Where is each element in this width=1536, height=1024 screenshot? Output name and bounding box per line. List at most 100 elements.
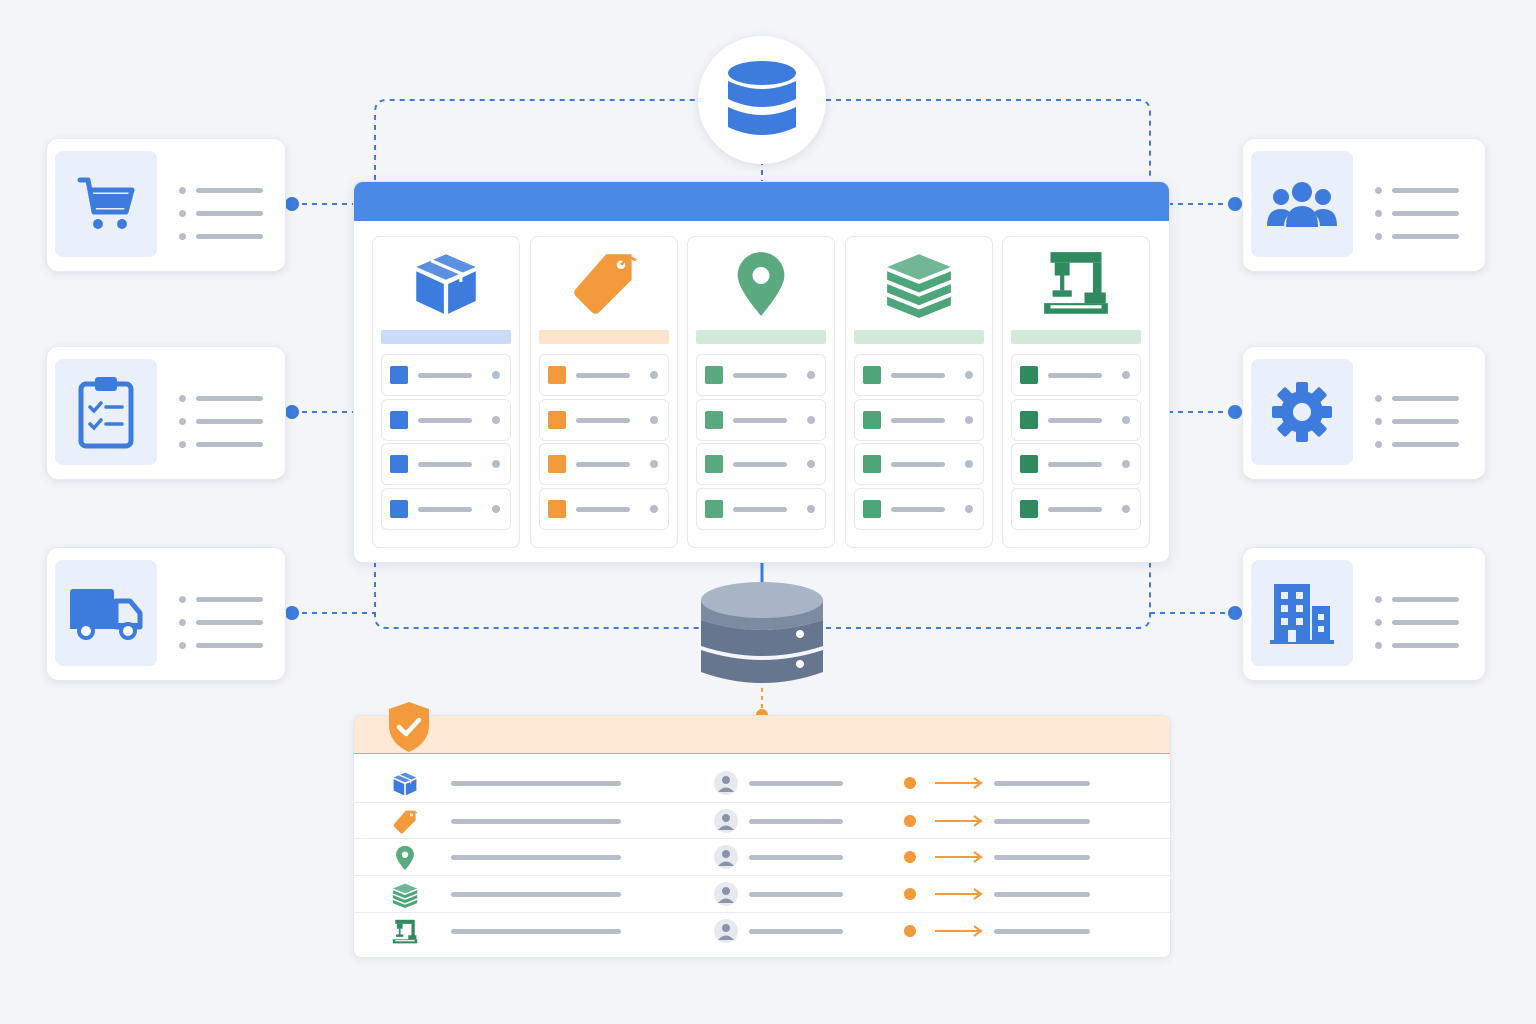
row-description-line — [451, 892, 621, 897]
module-column[interactable] — [372, 236, 520, 548]
gear-icon — [1272, 382, 1332, 442]
arrow-right-icon — [935, 851, 983, 863]
checklist-icon-box — [55, 359, 157, 465]
module-list-item[interactable] — [381, 398, 511, 441]
table-row[interactable] — [354, 912, 1170, 949]
module-list-item[interactable] — [1011, 443, 1141, 485]
user-avatar-icon — [714, 919, 738, 943]
module-list-item[interactable] — [1011, 487, 1141, 530]
module-list-item[interactable] — [696, 443, 826, 485]
row-user-line — [749, 819, 843, 824]
module-list-item[interactable] — [538, 354, 669, 396]
module-list-item[interactable] — [1011, 398, 1141, 441]
database-server-icon[interactable] — [698, 580, 826, 690]
card-text-lines — [1375, 179, 1459, 248]
module-list-item[interactable] — [853, 354, 984, 396]
table-row[interactable] — [354, 765, 1170, 801]
row-description-line — [451, 929, 621, 934]
module-list-item[interactable] — [853, 398, 984, 441]
cart-icon-box — [55, 151, 157, 257]
card-text-lines — [179, 179, 263, 248]
module-list-item[interactable] — [381, 354, 511, 396]
price-tag-icon — [531, 249, 677, 319]
arrow-right-icon — [935, 777, 983, 789]
table-row[interactable] — [354, 802, 1170, 839]
card-text-lines — [1375, 387, 1459, 456]
users-icon-box — [1251, 151, 1353, 257]
machine-station-icon — [1003, 249, 1149, 319]
shipping-card[interactable] — [46, 547, 286, 681]
module-column[interactable] — [687, 236, 835, 548]
main-app-window — [353, 181, 1170, 563]
module-list-item[interactable] — [538, 487, 669, 530]
settings-card[interactable] — [1242, 346, 1486, 480]
table-row[interactable] — [354, 875, 1170, 912]
module-header-bar — [538, 330, 669, 344]
users-card[interactable] — [1242, 138, 1486, 272]
row-target-line — [994, 892, 1090, 897]
stacked-layers-icon — [392, 882, 418, 908]
status-dot — [904, 888, 916, 900]
delivery-truck-icon — [70, 589, 143, 640]
package-box-icon — [392, 771, 418, 797]
module-list-item[interactable] — [696, 487, 826, 530]
row-target-line — [994, 781, 1090, 786]
row-user-line — [749, 892, 843, 897]
status-dot — [904, 777, 916, 789]
arrow-right-icon — [935, 888, 983, 900]
database-icon — [728, 61, 796, 135]
status-dot — [904, 851, 916, 863]
arrow-right-icon — [935, 925, 983, 937]
audit-log-header — [354, 716, 1170, 754]
package-box-icon — [373, 249, 519, 319]
module-list-item[interactable] — [381, 443, 511, 485]
card-text-lines — [179, 387, 263, 456]
top-database-hub[interactable] — [698, 36, 826, 164]
module-list-item[interactable] — [1011, 354, 1141, 396]
user-avatar-icon — [714, 845, 738, 869]
row-user-line — [749, 781, 843, 786]
module-column[interactable] — [844, 236, 993, 548]
cart-card[interactable] — [46, 138, 286, 272]
module-list-item[interactable] — [853, 443, 984, 485]
organization-card[interactable] — [1242, 547, 1486, 681]
module-list-item[interactable] — [696, 354, 826, 396]
status-dot — [904, 815, 916, 827]
user-avatar-icon — [714, 809, 738, 833]
module-list-item[interactable] — [853, 487, 984, 530]
row-description-line — [451, 781, 621, 786]
module-list-item[interactable] — [538, 443, 669, 485]
stacked-layers-icon — [846, 249, 992, 319]
user-avatar-icon — [714, 882, 738, 906]
row-target-line — [994, 819, 1090, 824]
module-list-item[interactable] — [696, 398, 826, 441]
row-target-line — [994, 855, 1090, 860]
building-icon — [1270, 584, 1334, 644]
module-list-item[interactable] — [381, 487, 511, 530]
price-tag-icon — [392, 809, 418, 835]
map-pin-icon — [392, 845, 418, 871]
module-list-item[interactable] — [538, 398, 669, 441]
row-user-line — [749, 929, 843, 934]
table-row[interactable] — [354, 838, 1170, 875]
audit-log-panel — [353, 715, 1171, 958]
user-avatar-icon — [714, 771, 738, 795]
card-text-lines — [1375, 588, 1459, 657]
users-group-icon — [1267, 182, 1337, 227]
settings-icon-box — [1251, 359, 1353, 465]
module-column[interactable] — [529, 236, 678, 548]
card-text-lines — [179, 588, 263, 657]
row-description-line — [451, 819, 621, 824]
row-user-line — [749, 855, 843, 860]
checklist-clipboard-icon — [78, 377, 134, 449]
checklist-card[interactable] — [46, 346, 286, 480]
module-header-bar — [1011, 330, 1141, 344]
building-icon-box — [1251, 560, 1353, 666]
row-target-line — [994, 929, 1090, 934]
module-column[interactable] — [1002, 236, 1150, 548]
shopping-cart-icon — [77, 177, 135, 229]
module-header-bar — [381, 330, 511, 344]
module-header-bar — [853, 330, 984, 344]
window-title-bar — [354, 182, 1169, 221]
